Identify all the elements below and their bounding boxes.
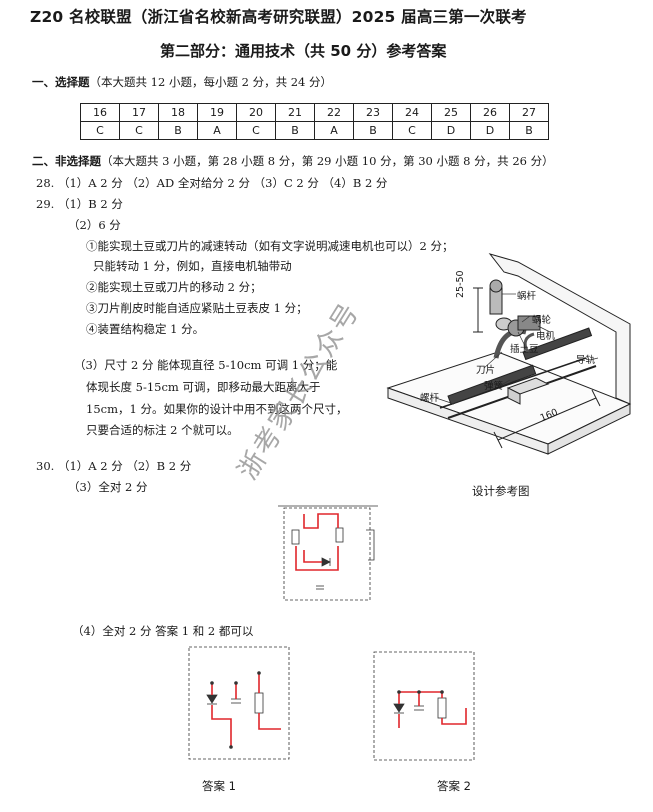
circuit-q30-3 <box>278 505 378 601</box>
q-answer: C <box>119 121 159 140</box>
answer-2-caption: 答案 2 <box>437 779 471 793</box>
q29-item1a: ①能实现土豆或刀片的减速转动（如有文字说明减速电机也可以）2 分； <box>86 239 454 253</box>
q30-line4: （4）全对 2 分 答案 1 和 2 都可以 <box>72 624 254 638</box>
answer-table-number-row: 16 17 18 19 20 21 22 23 24 25 26 27 <box>80 103 549 122</box>
section1-note: （本大题共 12 小题，每小题 2 分，共 24 分） <box>89 75 333 89</box>
figure-caption: 设计参考图 <box>472 484 530 498</box>
circuit-answer-1 <box>188 646 290 760</box>
q-number: 18 <box>158 103 198 122</box>
label-rail: 导轨 <box>576 355 596 366</box>
label-worm-wheel: 蜗轮 <box>532 315 552 326</box>
q-answer: B <box>158 121 198 140</box>
answer-subtitle: 第二部分：通用技术（共 50 分）参考答案 <box>160 42 447 60</box>
circuit-answer-2 <box>373 651 475 761</box>
q-number: 26 <box>470 103 510 122</box>
q-answer: A <box>314 121 354 140</box>
label-potato: 插土豆 <box>510 344 539 355</box>
q29-line1: 29. （1）B 2 分 <box>36 197 123 211</box>
section2-note: （本大题共 3 小题，第 28 小题 8 分，第 29 小题 10 分，第 30… <box>101 154 554 168</box>
q-number: 27 <box>509 103 549 122</box>
q-number: 24 <box>392 103 432 122</box>
q-answer: B <box>353 121 393 140</box>
q-number: 25 <box>431 103 471 122</box>
q29-item3: ③刀片削皮时能自适应紧贴土豆表皮 1 分； <box>86 301 308 315</box>
q29-item2: ②能实现土豆或刀片的移动 2 分； <box>86 280 262 294</box>
q-answer: B <box>275 121 315 140</box>
q29-item4: ④装置结构稳定 1 分。 <box>86 322 205 336</box>
label-motor: 电机 <box>536 331 556 342</box>
answer-table: 16 17 18 19 20 21 22 23 24 25 26 27 C C … <box>80 103 549 140</box>
label-screw: 螺杆 <box>420 393 440 404</box>
q28-answers: 28. （1）A 2 分 （2）AD 全对给分 2 分 （3）C 2 分 （4）… <box>36 176 388 190</box>
section2-heading: 二、非选择题（本大题共 3 小题，第 28 小题 8 分，第 29 小题 10 … <box>32 153 554 169</box>
q-answer: B <box>509 121 549 140</box>
dimension-25-50: 25-50 <box>455 270 466 298</box>
label-worm: 蜗杆 <box>517 291 537 302</box>
q30-line1: 30. （1）A 2 分 （2）B 2 分 <box>36 459 192 473</box>
label-blade: 刀片 <box>476 365 496 376</box>
label-spring: 弹簧 <box>484 381 504 392</box>
q-number: 21 <box>275 103 315 122</box>
q-number: 20 <box>236 103 276 122</box>
answer-1-caption: 答案 1 <box>202 779 236 793</box>
q-number: 17 <box>119 103 159 122</box>
q-answer: C <box>392 121 432 140</box>
q29-part3-a: （3）尺寸 2 分 能体现直径 5-10cm 可调 1 分；能 <box>74 358 338 372</box>
q29-part3-b: 体现长度 5-15cm 可调，即移动最大距离大于 <box>86 380 321 394</box>
q30-line2: （3）全对 2 分 <box>68 480 148 494</box>
q-answer: D <box>431 121 471 140</box>
q-answer: C <box>80 121 120 140</box>
design-reference-figure <box>386 253 632 455</box>
q29-item1b: 只能转动 1 分，例如，直接电机轴带动 <box>93 259 292 273</box>
q29-line2: （2）6 分 <box>68 218 121 232</box>
q29-part3-c: 15cm，1 分。如果你的设计中用不到这两个尺寸， <box>86 402 348 416</box>
q-number: 23 <box>353 103 393 122</box>
q-number: 22 <box>314 103 354 122</box>
section2-title: 二、非选择题 <box>32 154 101 168</box>
q-answer: A <box>197 121 237 140</box>
q-answer: D <box>470 121 510 140</box>
section1-title: 一、选择题 <box>32 75 90 89</box>
answer-table-answer-row: C C B A C B A B C D D B <box>80 121 549 140</box>
q-answer: C <box>236 121 276 140</box>
q29-part3-d: 只要合适的标注 2 个就可以。 <box>86 423 239 437</box>
q-number: 19 <box>197 103 237 122</box>
section1-heading: 一、选择题（本大题共 12 小题，每小题 2 分，共 24 分） <box>32 74 332 90</box>
q-number: 16 <box>80 103 120 122</box>
exam-title: Z20 名校联盟（浙江省名校新高考研究联盟）2025 届高三第一次联考 <box>30 8 527 26</box>
